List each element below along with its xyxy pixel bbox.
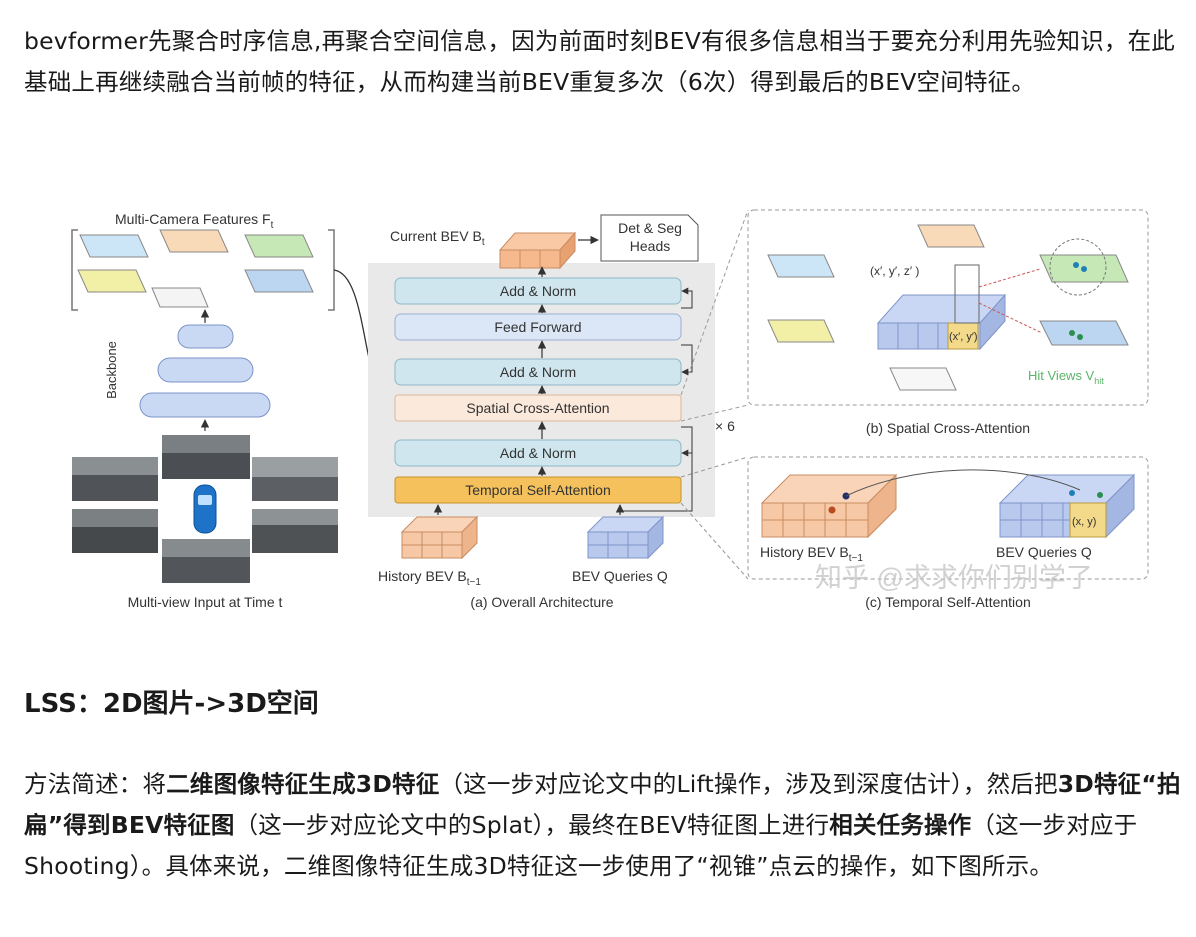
add-norm-label-3: Add & Norm <box>500 445 576 461</box>
lss-text-1: 方法简述：将 <box>24 770 167 798</box>
spatial-cross-attention-block <box>394 394 682 422</box>
temporal-self-attention-label: Temporal Self-Attention <box>465 482 611 498</box>
xyz-prime-label: (x′, y′, z′ ) <box>870 264 919 278</box>
lss-bold-3: 相关任务操作 <box>829 811 972 839</box>
hit-views-label: Hit Views Vhit <box>1028 368 1104 386</box>
panel-b-border <box>747 209 1149 406</box>
caption-overall-architecture: (a) Overall Architecture <box>470 594 613 610</box>
bev-cube-b <box>876 264 1007 351</box>
lss-bold-1: 二维图像特征生成3D特征 <box>166 770 440 798</box>
feed-forward-block <box>394 313 682 341</box>
det-seg-line2: Heads <box>630 238 670 254</box>
current-bev-grid <box>498 231 577 270</box>
temporal-self-attention-panel: (x, y) History BEV Bt−1 BEV Queries Q (c… <box>680 456 1149 610</box>
bevformer-architecture-figure: Multi-Camera Features Ft Backbone <box>71 209 1149 610</box>
paragraph-lss-description: 方法简述：将二维图像特征生成3D特征（这一步对应论文中的Lift操作，涉及到深度… <box>24 764 1184 887</box>
left-bracket <box>71 229 78 311</box>
ego-car-icon <box>193 484 217 534</box>
repeat-label: × 6 <box>715 418 735 434</box>
history-bev-grid <box>400 515 479 560</box>
xy-label: (x, y) <box>1072 516 1096 528</box>
add-norm-block-3 <box>394 439 682 467</box>
det-seg-line1: Det & Seg <box>618 220 682 236</box>
section-heading-lss: LSS：2D图片->3D空间 <box>24 689 319 719</box>
feature-plane-blue <box>79 234 149 258</box>
panel-c-border <box>747 456 1149 580</box>
watermark: 知乎 @求求你们别学了 <box>815 563 1093 593</box>
paragraph-bevformer-summary: bevformer先聚合时序信息,再聚合空间信息，因为前面时刻BEV有很多信息相… <box>24 27 1176 96</box>
feature-plane-lightblue <box>244 269 314 293</box>
right-bracket <box>328 229 335 311</box>
add-norm-block-2 <box>394 358 682 386</box>
backbone-layer-3 <box>139 392 271 418</box>
hit-view-plane-2 <box>1039 320 1129 346</box>
multi-camera-features-label: Multi-Camera Features Ft <box>115 211 274 231</box>
camera-images <box>72 435 338 583</box>
history-bev-c-label: History BEV Bt−1 <box>760 544 863 564</box>
bev-queries-c-label: BEV Queries Q <box>996 544 1092 560</box>
add-norm-label-2: Add & Norm <box>500 364 576 380</box>
add-norm-block-1 <box>394 277 682 305</box>
backbone-layer-2 <box>157 357 254 383</box>
feature-plane-green <box>244 234 314 258</box>
det-seg-heads-box <box>600 214 699 262</box>
feature-plane-orange <box>159 229 229 253</box>
spatial-cross-attention-label: Spatial Cross-Attention <box>466 400 609 416</box>
current-bev-label: Current BEV Bt <box>390 228 485 248</box>
spatial-cross-attention-panel: (x′, y′, z′ ) (x′, y′) Hit Views Vhit (b… <box>680 209 1149 436</box>
temporal-self-attention-block <box>394 476 682 504</box>
overall-architecture-panel: Current BEV Bt Det & Seg Heads Add & Nor… <box>368 214 735 610</box>
caption-spatial-cross-attention: (b) Spatial Cross-Attention <box>866 420 1030 436</box>
feature-plane-yellow <box>77 269 147 293</box>
feed-forward-label: Feed Forward <box>494 319 581 335</box>
lss-text-4: （这一步对应于Shooting）。具体来说，二维图像特征生成3D特征这一步使用了… <box>24 811 1138 880</box>
bev-queries-label: BEV Queries Q <box>572 568 668 584</box>
feature-plane-white <box>151 287 209 308</box>
history-bev-cube-c <box>760 473 898 539</box>
xy-prime-label: (x′, y′) <box>949 331 978 343</box>
backbone-label: Backbone <box>104 341 119 399</box>
history-bev-label: History BEV Bt−1 <box>378 568 481 588</box>
lss-bold-2: 3D特征“拍扁”得到BEV特征图 <box>24 770 1181 839</box>
multi-camera-panel: Multi-Camera Features Ft Backbone <box>71 211 396 610</box>
lss-text-3: （这一步对应论文中的Splat），最终在BEV特征图上进行 <box>234 811 830 839</box>
bev-queries-grid <box>586 515 665 560</box>
bev-queries-cube-c <box>998 473 1136 539</box>
lss-text-2: （这一步对应论文中的Lift操作，涉及到深度估计），然后把 <box>439 770 1058 798</box>
add-norm-label-1: Add & Norm <box>500 283 576 299</box>
caption-temporal-self-attention: (c) Temporal Self-Attention <box>865 594 1030 610</box>
multiview-caption: Multi-view Input at Time t <box>128 594 283 610</box>
backbone-layer-1 <box>177 324 234 349</box>
